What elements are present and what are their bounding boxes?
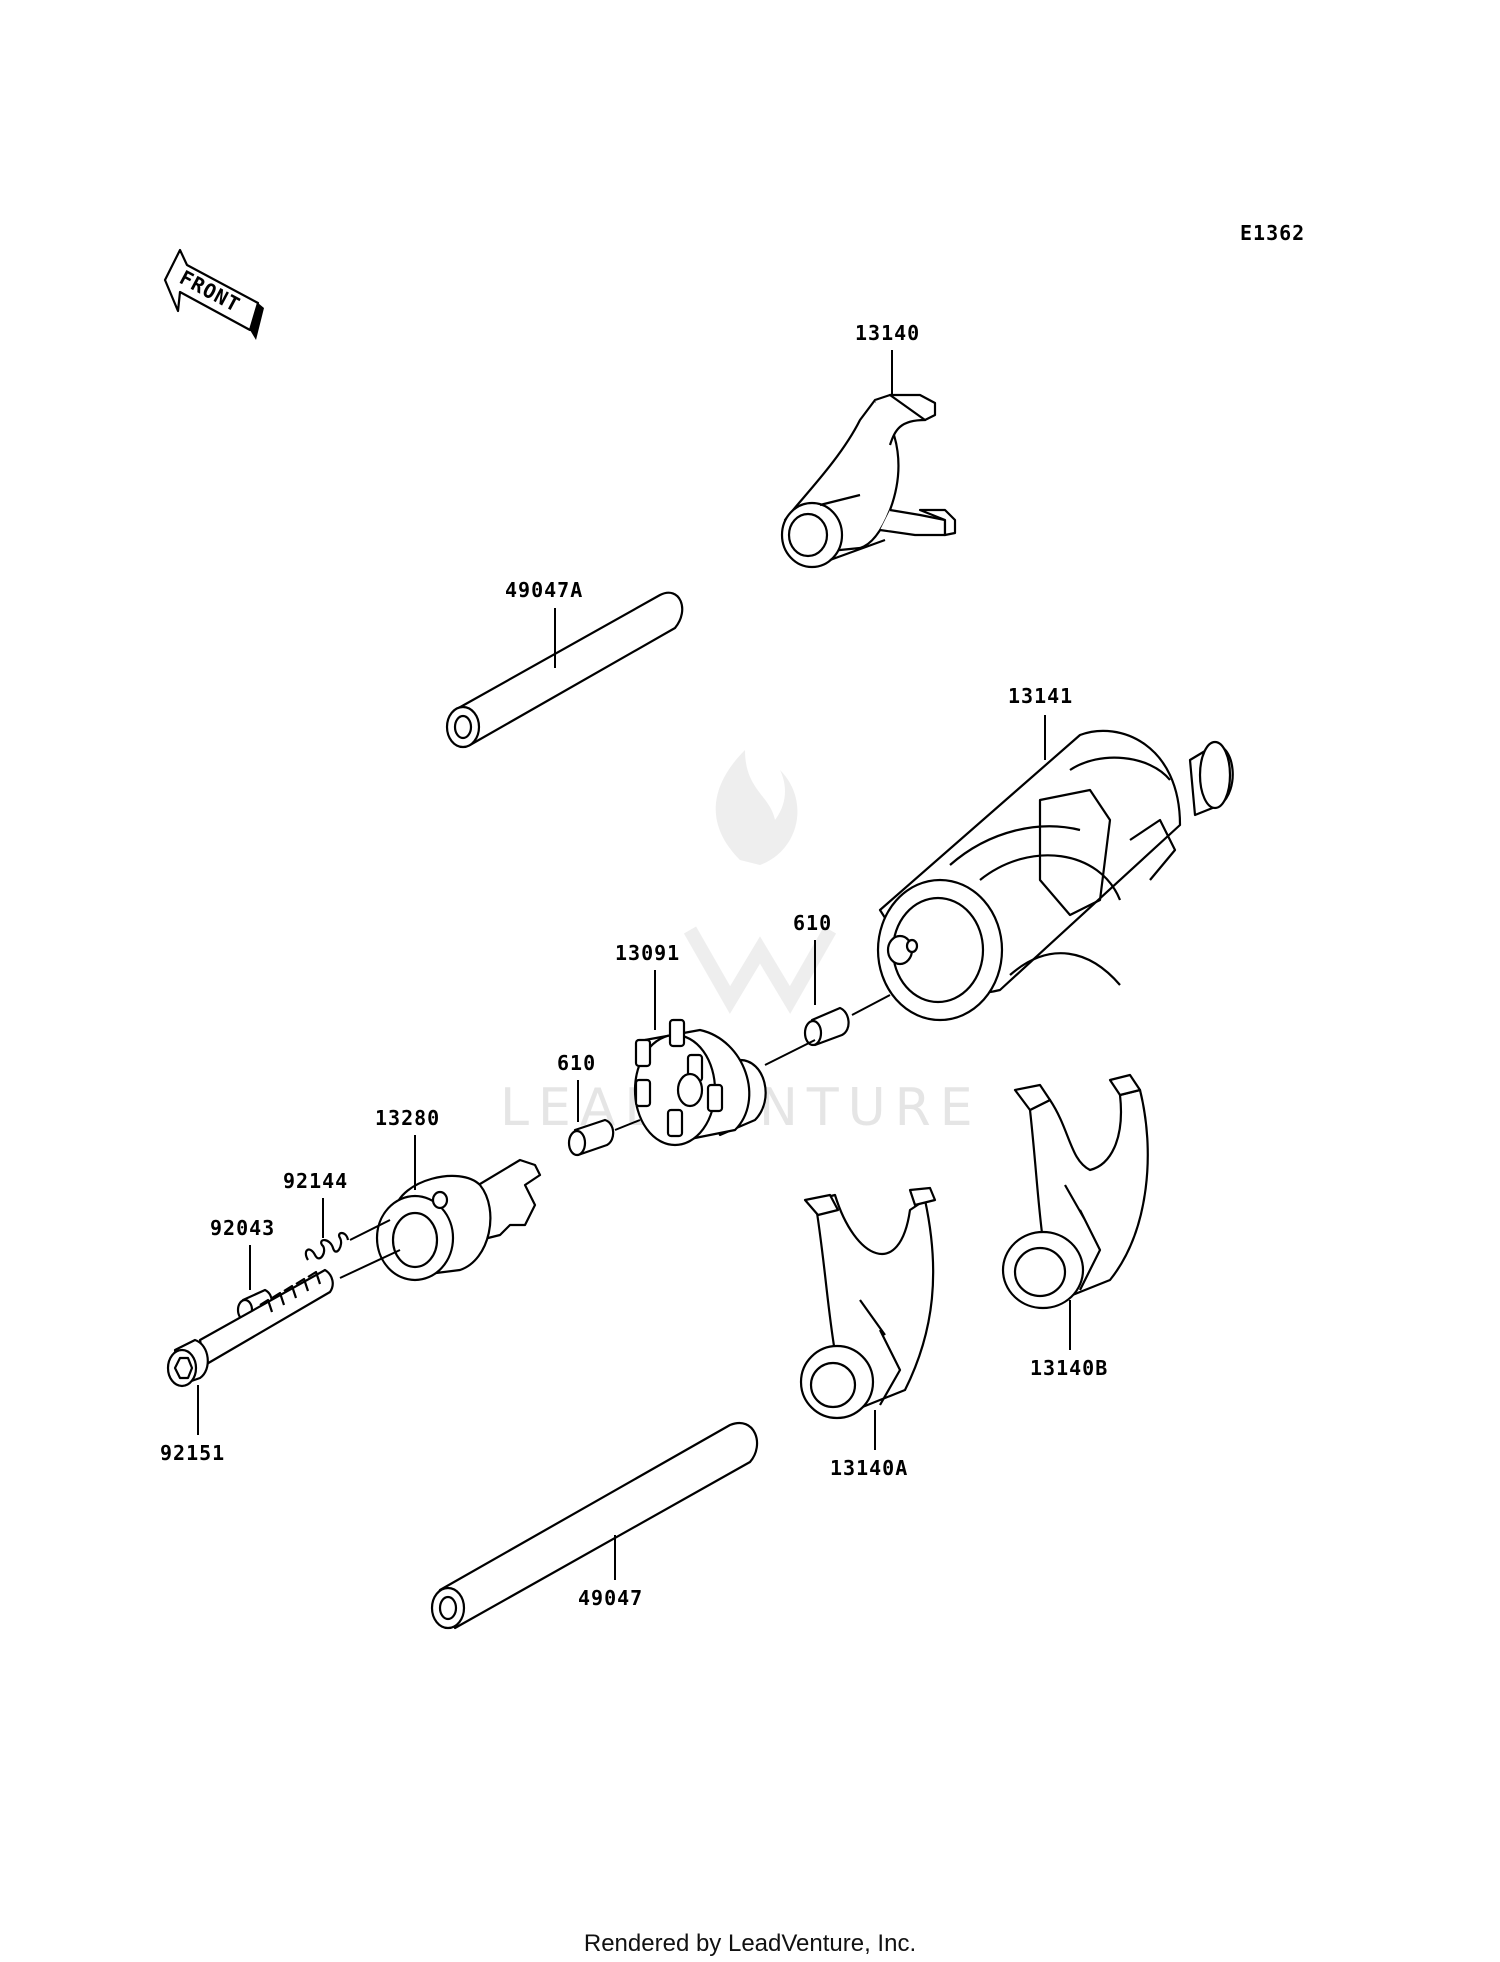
pin-plate-13091 [633, 1018, 767, 1147]
cam-13280 [375, 1158, 542, 1282]
shift-rod-49047 [430, 1422, 759, 1630]
shift-rod-49047A [445, 591, 684, 749]
part-label-13141: 13141 [1008, 684, 1073, 708]
spring-92144 [304, 1231, 350, 1261]
part-label-49047A: 49047A [505, 578, 583, 602]
part-label-13280: 13280 [375, 1106, 440, 1130]
part-label-610-upper: 610 [793, 911, 832, 935]
pin-610-upper [803, 1006, 850, 1047]
part-label-13140: 13140 [855, 321, 920, 345]
shift-fork-13140A [799, 1186, 937, 1420]
front-arrow-icon: FRONT [163, 248, 264, 340]
part-label-13140A: 13140A [830, 1456, 908, 1480]
part-label-92144: 92144 [283, 1169, 348, 1193]
shift-fork-13140 [780, 393, 957, 569]
shift-fork-13140B [1001, 1073, 1149, 1310]
diagram-code: E1362 [1240, 221, 1305, 245]
part-label-92043: 92043 [210, 1216, 275, 1240]
part-label-49047: 49047 [578, 1586, 643, 1610]
part-label-13140B: 13140B [1030, 1356, 1108, 1380]
bolt-92151 [166, 1268, 334, 1388]
render-credit: Rendered by LeadVenture, Inc. [583, 1930, 917, 1957]
pin-610-lower [567, 1118, 615, 1157]
part-label-92151: 92151 [160, 1441, 225, 1465]
shift-drum-13141 [876, 729, 1234, 1022]
part-label-610-lower: 610 [557, 1051, 596, 1075]
part-label-13091: 13091 [615, 941, 680, 965]
